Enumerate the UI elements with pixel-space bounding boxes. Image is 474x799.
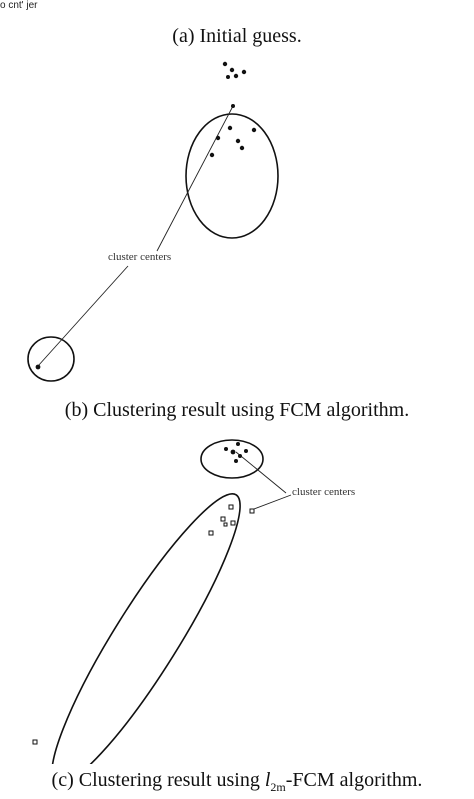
data-point (230, 520, 236, 526)
points-cluster-large (209, 61, 257, 158)
leader-line-bottom (253, 494, 292, 510)
data-point (231, 104, 235, 108)
data-point (228, 504, 234, 510)
data-point (235, 138, 241, 144)
cluster-ellipse-elongated (51, 493, 241, 764)
caption-b: (b) Clustering result using FCM algorith… (64, 399, 410, 421)
cluster-ellipse-top (200, 439, 264, 479)
data-point (209, 152, 215, 158)
figure-c-svg: cluster centers (32, 439, 355, 764)
top-cropped-text: o cnt' jer (0, 0, 38, 11)
data-point (215, 135, 221, 141)
data-point (239, 145, 245, 151)
leader-line-upper (156, 105, 234, 252)
data-point (230, 449, 236, 455)
data-point (229, 67, 235, 73)
data-point (251, 127, 257, 133)
cluster-ellipse-large (185, 113, 279, 239)
points-cluster-elongated-lower (32, 739, 38, 745)
data-point (236, 442, 240, 446)
data-point (244, 449, 248, 453)
data-point (32, 739, 38, 745)
data-point (208, 530, 214, 536)
data-point (224, 447, 228, 451)
data-point (227, 125, 233, 131)
leader-line-top (235, 451, 287, 494)
data-point (241, 69, 247, 75)
leader-line-lower (37, 265, 129, 367)
data-point (249, 508, 255, 514)
points-cluster-top (224, 442, 248, 463)
points-cluster-elongated (208, 504, 255, 536)
data-point (35, 364, 41, 370)
data-point (222, 61, 228, 67)
caption-c-suffix: -FCM algorithm. (285, 769, 423, 791)
caption-c-prefix: (c) Clustering result using (51, 769, 265, 791)
figure-c: cluster centers (0, 434, 474, 764)
caption-a: (a) Initial guess. (172, 25, 302, 47)
data-point (223, 522, 228, 527)
data-point (233, 73, 239, 79)
caption-c: (c) Clustering result using l2m-FCM algo… (0, 768, 474, 799)
caption-c-subscript: 2m (270, 780, 286, 794)
figure-b-svg: cluster centers (27, 61, 279, 382)
data-point (234, 459, 238, 463)
annotation-cluster-centers-b: cluster centers (108, 251, 171, 263)
points-cluster-small (35, 364, 41, 370)
data-point (238, 454, 242, 458)
data-point (226, 75, 230, 79)
annotation-cluster-centers-c: cluster centers (292, 486, 355, 498)
figure-b: cluster centers (0, 56, 474, 396)
cluster-ellipse-small (27, 336, 75, 382)
data-point (220, 516, 226, 522)
caption-c-symbol: l (264, 769, 271, 791)
